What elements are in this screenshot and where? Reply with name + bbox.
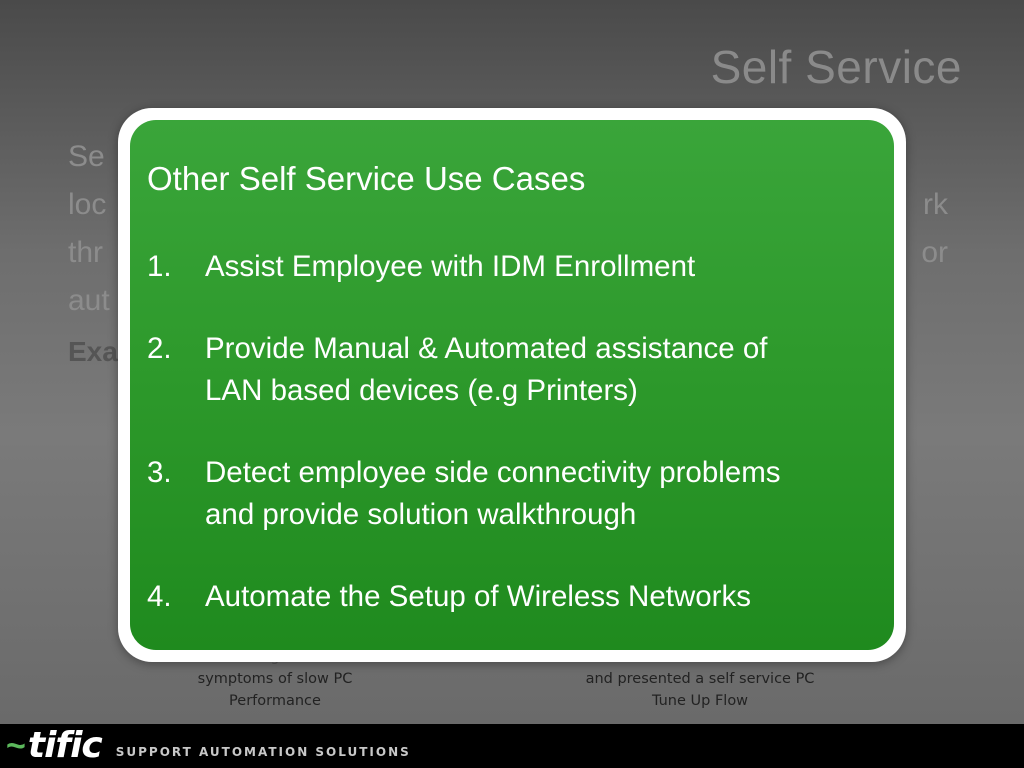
use-case-list: 1. Assist Employee with IDM Enrollment 2… [147, 246, 887, 618]
background-body-fragment: rk [923, 188, 948, 221]
use-case-line: Detect employee side connectivity proble… [205, 456, 781, 489]
use-case-text: Assist Employee with IDM Enrollment [205, 246, 887, 288]
background-body-fragment: thr [68, 236, 104, 269]
background-body-line: thr or [68, 229, 948, 277]
background-body-fragment: Se [68, 140, 105, 173]
use-case-number: 1. [147, 250, 172, 283]
popup-panel: Other Self Service Use Cases 1. Assist E… [130, 120, 894, 650]
use-case-line: Assist Employee with IDM Enrollment [205, 250, 696, 283]
caption-right: and presented a self service PC Tune Up … [540, 646, 860, 712]
slide-background: Self Service Se loc rk thr or aut Exa g … [0, 0, 1024, 724]
background-body-line: Se [68, 133, 948, 181]
caption-right-line: Tune Up Flow [651, 693, 749, 709]
caption-right-line: and presented a self service PC [585, 671, 815, 687]
background-body-line: aut [68, 277, 948, 325]
background-title: Self Service [710, 41, 962, 93]
use-case-number: 4. [147, 580, 172, 613]
background-body-fragment: aut [68, 284, 110, 317]
footer-bar: ~ tific SUPPORT AUTOMATION SOLUTIONS [0, 724, 1024, 768]
caption-left-line: symptoms of slow PC [197, 671, 353, 687]
caption-left-line: Performance [229, 693, 321, 709]
use-case-number: 3. [147, 456, 172, 489]
use-case-item: 1. Assist Employee with IDM Enrollment [147, 246, 887, 288]
background-example-label: Exa [68, 336, 118, 367]
use-case-item: 4. Automate the Setup of Wireless Networ… [147, 576, 887, 618]
background-body-fragment: or [921, 236, 948, 269]
logo-tilde-mark: ~ [6, 727, 26, 765]
use-case-text: Provide Manual & Automated assistance of… [205, 328, 887, 412]
popup-callout: Other Self Service Use Cases 1. Assist E… [118, 108, 906, 662]
use-case-line: LAN based devices (e.g Printers) [205, 374, 638, 407]
use-case-line: Automate the Setup of Wireless Networks [205, 580, 751, 613]
use-case-item: 3. Detect employee side connectivity pro… [147, 452, 887, 536]
use-case-line: and provide solution walkthrough [205, 498, 637, 531]
use-case-text: Detect employee side connectivity proble… [205, 452, 887, 536]
footer-tagline: SUPPORT AUTOMATION SOLUTIONS [115, 745, 411, 759]
tific-logo: ~ tific [6, 725, 103, 766]
background-body-line: loc rk [68, 181, 948, 229]
use-case-number: 2. [147, 332, 172, 365]
background-body-fragment: loc [68, 188, 107, 221]
popup-title: Other Self Service Use Cases [147, 160, 586, 197]
background-body: Se loc rk thr or aut [68, 133, 948, 325]
use-case-line: Provide Manual & Automated assistance of [205, 332, 768, 365]
logo-wordmark: tific [27, 725, 103, 766]
use-case-item: 2. Provide Manual & Automated assistance… [147, 328, 887, 412]
use-case-text: Automate the Setup of Wireless Networks [205, 576, 887, 618]
